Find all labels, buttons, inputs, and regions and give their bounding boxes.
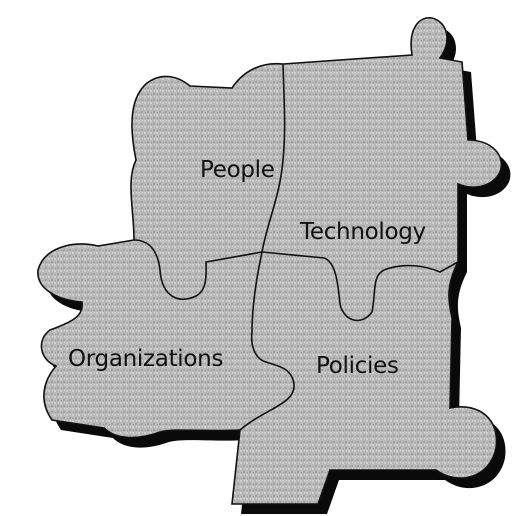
- puzzle-cluster: [37, 17, 503, 505]
- seam-people-organizations: [133, 239, 263, 300]
- seam-organizations-policies: [239, 251, 295, 431]
- label-organizations: Organizations: [68, 346, 223, 372]
- seam-people-technology: [261, 63, 286, 253]
- label-people: People: [200, 157, 275, 183]
- seam-technology-policies: [261, 251, 459, 322]
- label-technology: Technology: [299, 219, 426, 245]
- label-policies: Policies: [316, 353, 399, 379]
